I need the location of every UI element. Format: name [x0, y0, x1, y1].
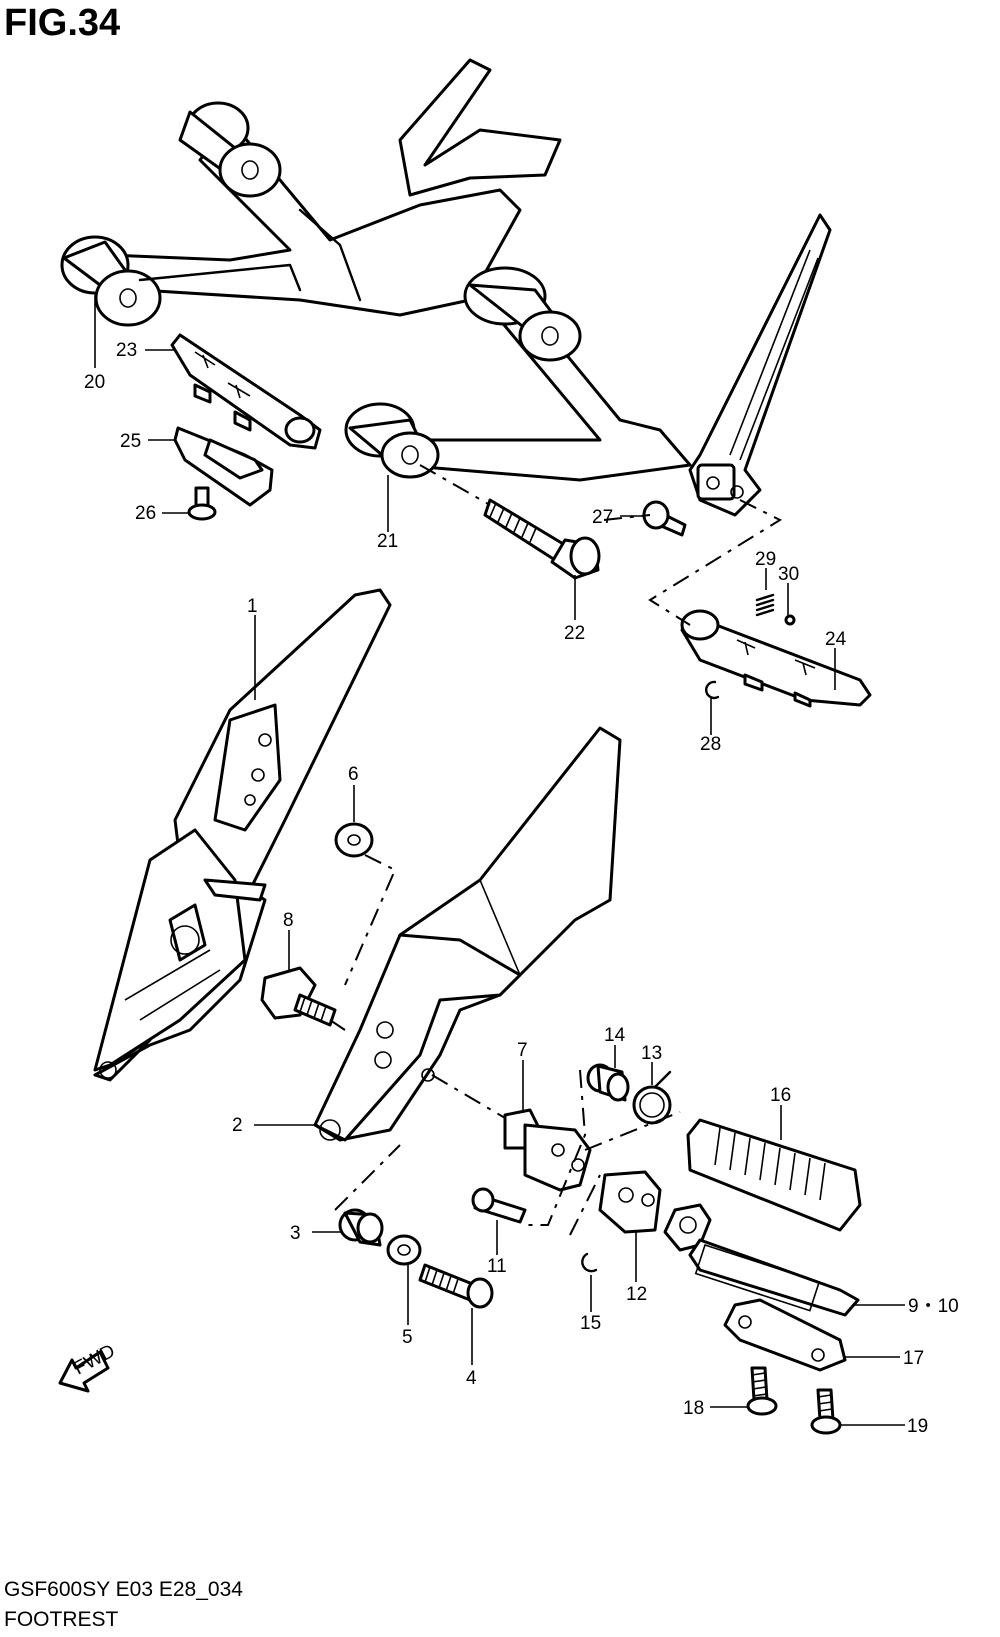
callout-24: 24: [825, 629, 847, 650]
part-13-spring: [632, 1070, 672, 1125]
callout-6: 6: [348, 764, 359, 785]
callout-30: 30: [778, 564, 799, 585]
callout-13: 13: [641, 1043, 662, 1064]
part-9-10-footpeg: [663, 1203, 860, 1317]
callout-27: 27: [592, 507, 613, 528]
part-30-ball: [784, 614, 796, 626]
callout-2: 2: [232, 1115, 243, 1136]
callout-25: 25: [120, 431, 141, 452]
callout-labels: 1 2 3 4 5 6 7 8 9・10 11 12 13 14 15 16 1…: [84, 340, 959, 1437]
callout-1: 1: [247, 596, 258, 617]
callout-26: 26: [135, 503, 156, 524]
part-11-pin: [471, 1187, 527, 1224]
part-27-pin: [642, 500, 687, 537]
callout-23: 23: [116, 340, 137, 361]
callout-4: 4: [466, 1368, 477, 1389]
part-8-bolt: [260, 966, 337, 1027]
assembly-line: [525, 1069, 681, 1226]
part-1-heel-plate: [93, 588, 392, 1082]
callout-20: 20: [84, 372, 105, 393]
part-4-bolt: [418, 1263, 494, 1309]
part-16-rubber-cover: [686, 1118, 862, 1232]
callout-5: 5: [402, 1327, 413, 1348]
callout-9-10: 9・10: [908, 1296, 959, 1317]
callout-22: 22: [564, 623, 585, 644]
callout-14: 14: [604, 1025, 626, 1046]
callout-11: 11: [487, 1256, 507, 1277]
part-6-washer: [334, 822, 374, 858]
assembly-line: [431, 1074, 506, 1119]
part-18-screw: [746, 1366, 778, 1416]
assembly-line: [648, 499, 783, 626]
part-17-stay: [723, 1298, 847, 1372]
part-20-rear-footrest-bracket: [60, 58, 562, 327]
assembly-line: [329, 1019, 346, 1031]
assembly-line: [334, 1144, 401, 1211]
part-24-footpeg: [680, 609, 872, 708]
part-29-spring: [755, 593, 775, 617]
part-23-footpeg: [170, 333, 322, 450]
assembly-line: [419, 464, 491, 506]
callout-28: 28: [700, 734, 721, 755]
model-code: GSF600SY E03 E28_034: [4, 1578, 243, 1601]
leader-lines: [94, 295, 905, 1426]
callout-21: 21: [377, 531, 398, 552]
callout-16: 16: [770, 1085, 791, 1106]
fwd-arrow-icon: FWD: [58, 1341, 119, 1393]
part-19-screw: [810, 1388, 842, 1435]
part-12-bracket: [598, 1170, 662, 1234]
part-21-rear-footrest-bracket: [344, 213, 832, 517]
part-5-washer: [386, 1234, 422, 1266]
part-14-collar: [586, 1063, 630, 1102]
part-7-footpeg-holder: [503, 1108, 592, 1192]
callout-29: 29: [755, 549, 776, 570]
figure-title: FIG.34: [4, 2, 121, 44]
section-name: FOOTREST: [4, 1608, 119, 1631]
callout-12: 12: [626, 1284, 647, 1305]
assembly-line: [569, 1174, 601, 1236]
part-26-screw: [187, 486, 217, 521]
callout-17: 17: [903, 1348, 924, 1369]
callout-3: 3: [290, 1223, 301, 1244]
assembly-line: [344, 854, 397, 986]
callout-15: 15: [580, 1313, 601, 1334]
part-3-collar: [338, 1208, 384, 1247]
part-28-circlip: [705, 680, 720, 700]
part-22-pivot-bolt: [483, 498, 601, 580]
callout-18: 18: [683, 1398, 704, 1419]
callout-19: 19: [907, 1416, 928, 1437]
callout-7: 7: [517, 1040, 528, 1061]
part-2-heel-plate: [313, 726, 622, 1142]
part-15-circlip: [581, 1252, 598, 1273]
callout-8: 8: [283, 910, 294, 931]
part-25-rubber-block: [173, 426, 274, 507]
